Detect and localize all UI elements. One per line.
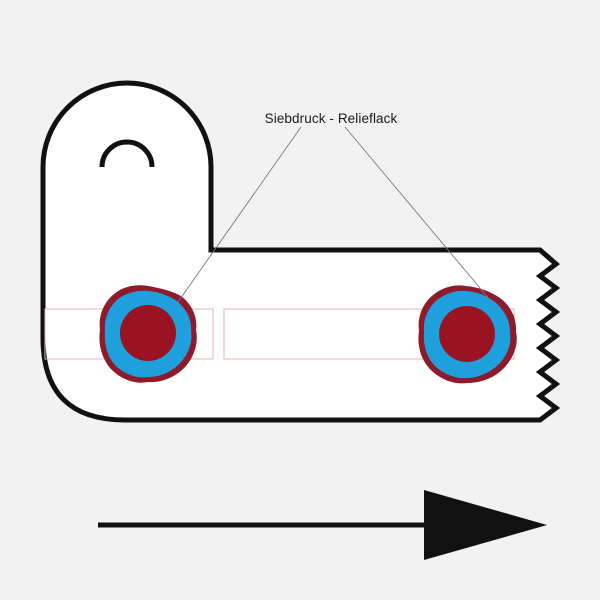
annotation-label: Siebdruck - Relieflack [265,111,398,126]
relief-dot-right [418,285,517,384]
leader-lines [177,126,491,303]
leader-line-left [177,126,302,303]
dot-core [439,306,495,362]
arrow-head [424,490,547,560]
arrow-right-icon [98,490,547,560]
relief-dot-left [99,285,197,383]
leader-line-right [344,126,491,301]
dot-core [120,305,176,361]
